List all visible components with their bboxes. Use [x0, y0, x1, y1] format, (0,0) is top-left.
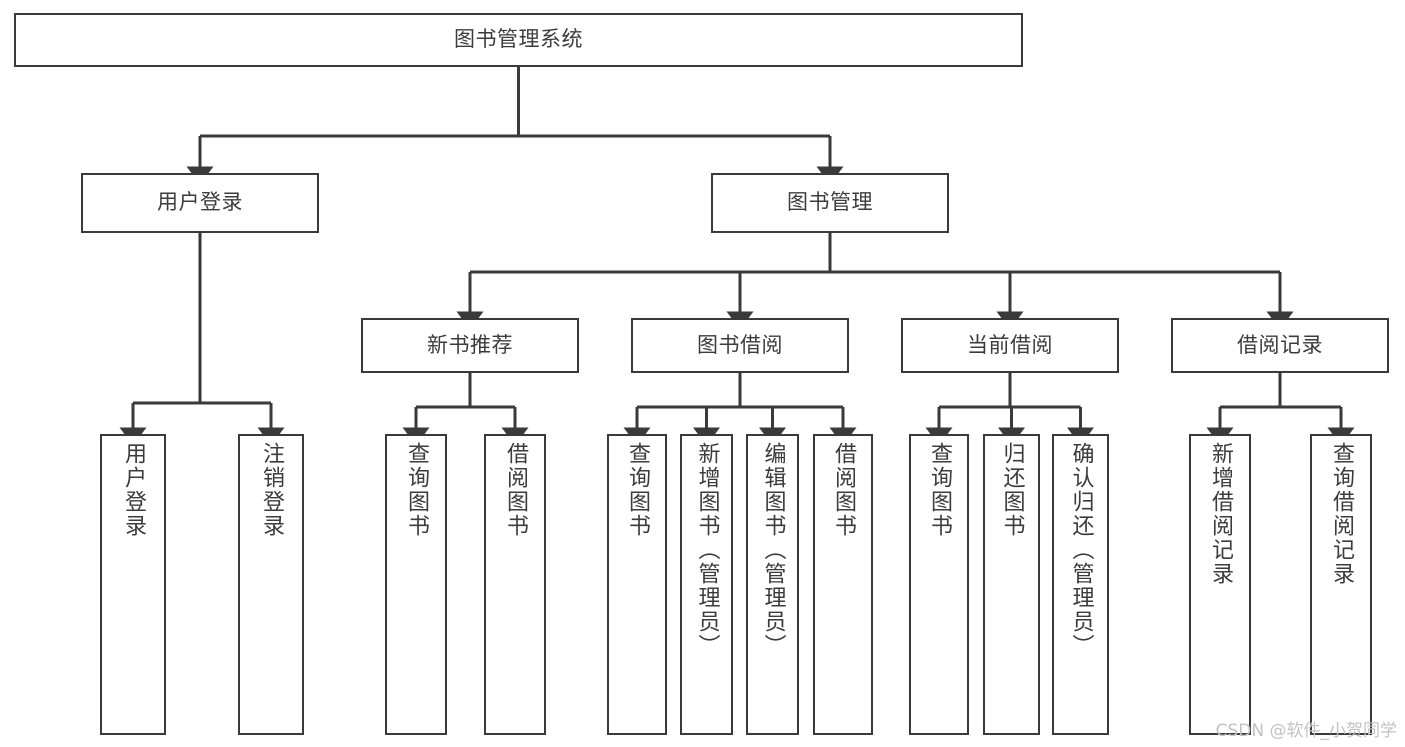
node-leaf-user-login[interactable]: 用户登录 — [100, 434, 166, 735]
node-label: 借阅图书 — [831, 442, 856, 538]
node-leaf-borrow-book-recommend[interactable]: 借阅图书 — [484, 434, 546, 735]
node-leaf-query-book-recommend[interactable]: 查询图书 — [385, 434, 447, 735]
node-label: 查询图书 — [625, 442, 650, 538]
node-label: 借阅记录 — [1237, 332, 1323, 357]
node-new-book-recommend[interactable]: 新书推荐 — [361, 318, 579, 373]
node-user-login[interactable]: 用户登录 — [81, 173, 319, 233]
node-label: 新书推荐 — [427, 332, 513, 357]
node-leaf-add-book-admin[interactable]: 新增图书（管理员） — [680, 434, 733, 735]
node-label: 用户登录 — [157, 190, 243, 215]
node-label: 借阅图书 — [503, 442, 528, 538]
node-leaf-confirm-return-admin[interactable]: 确认归还（管理员） — [1052, 434, 1109, 735]
node-label: 图书管理系统 — [454, 27, 583, 52]
node-label: 新增借阅记录 — [1208, 442, 1233, 586]
node-label: 归还图书 — [999, 442, 1025, 538]
node-current-borrow[interactable]: 当前借阅 — [901, 318, 1119, 373]
node-leaf-logout[interactable]: 注销登录 — [238, 434, 304, 735]
node-label: 确认归还（管理员） — [1068, 442, 1094, 658]
node-leaf-edit-book-admin[interactable]: 编辑图书（管理员） — [746, 434, 799, 735]
node-leaf-query-book-current[interactable]: 查询图书 — [909, 434, 969, 735]
node-leaf-query-borrow-record[interactable]: 查询借阅记录 — [1310, 434, 1372, 735]
node-label: 新增图书（管理员） — [694, 442, 720, 658]
node-book-borrow[interactable]: 图书借阅 — [631, 318, 849, 373]
node-leaf-return-book[interactable]: 归还图书 — [983, 434, 1040, 735]
node-leaf-borrow-book[interactable]: 借阅图书 — [813, 434, 873, 735]
node-label: 查询借阅记录 — [1329, 442, 1354, 586]
node-label: 用户登录 — [121, 442, 146, 538]
node-book-management[interactable]: 图书管理 — [711, 173, 949, 233]
node-leaf-query-book[interactable]: 查询图书 — [607, 434, 667, 735]
node-root[interactable]: 图书管理系统 — [14, 13, 1023, 67]
node-label: 编辑图书（管理员） — [760, 442, 786, 658]
node-label: 图书借阅 — [697, 332, 783, 357]
node-label: 图书管理 — [787, 190, 873, 215]
node-label: 当前借阅 — [967, 332, 1053, 357]
node-borrow-records[interactable]: 借阅记录 — [1171, 318, 1389, 373]
node-leaf-add-borrow-record[interactable]: 新增借阅记录 — [1189, 434, 1251, 735]
node-label: 查询图书 — [404, 442, 429, 538]
watermark: CSDN @软件_小贺同学 — [1215, 721, 1397, 741]
node-label: 注销登录 — [259, 442, 284, 538]
node-label: 查询图书 — [927, 442, 952, 538]
